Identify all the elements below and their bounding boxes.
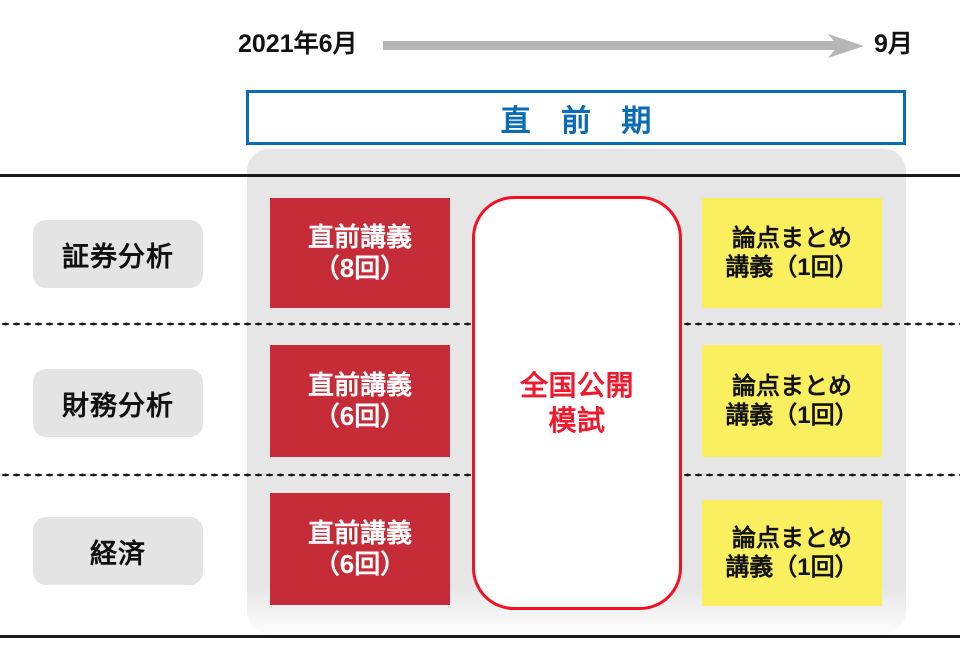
lecture-block-line1: 直前講義: [307, 370, 412, 401]
subject-label-text: 証券分析: [62, 241, 174, 272]
summary-block-2: 論点まとめ 講義（1回）: [702, 500, 882, 606]
lecture-block-2: 直前講義 （6回）: [270, 493, 450, 605]
phase-banner-title: 直 前 期: [500, 104, 663, 138]
summary-block-line1: 論点まとめ: [732, 224, 852, 252]
subject-label-2: 経済: [33, 517, 203, 585]
mock-exam-line2: 模試: [548, 405, 606, 436]
divider-top: [0, 174, 960, 177]
timeline-end-label: 9月: [874, 30, 913, 58]
subject-label-1: 財務分析: [33, 369, 203, 437]
lecture-block-0: 直前講義 （8回）: [270, 198, 450, 308]
mock-exam-block: 全国公開 模試: [472, 196, 682, 610]
right-arrow-icon: [828, 30, 864, 62]
summary-block-line2: 講義（1回）: [725, 554, 859, 581]
mock-exam-line1: 全国公開: [519, 370, 634, 401]
subject-label-0: 証券分析: [33, 220, 203, 288]
mock-exam-text: 全国公開 模試: [520, 368, 634, 438]
lecture-block-1: 直前講義 （6回）: [270, 345, 450, 457]
summary-block-line1: 論点まとめ: [732, 524, 852, 552]
summary-block-1: 論点まとめ 講義（1回）: [702, 345, 882, 457]
lecture-block-line2: （8回）: [313, 253, 407, 283]
phase-banner: 直 前 期: [246, 90, 906, 145]
lecture-block-line1: 直前講義: [307, 222, 412, 253]
summary-block-line1: 論点まとめ: [732, 372, 852, 400]
subject-label-text: 経済: [90, 538, 146, 569]
timeline-start-label: 2021年6月: [238, 30, 358, 58]
summary-block-line2: 講義（1回）: [725, 402, 859, 429]
subject-label-text: 財務分析: [62, 390, 174, 421]
divider-bottom: [0, 635, 960, 638]
lecture-block-line1: 直前講義: [307, 518, 412, 549]
lecture-block-line2: （6回）: [313, 401, 407, 431]
summary-block-0: 論点まとめ 講義（1回）: [702, 198, 882, 308]
lecture-block-line2: （6回）: [313, 549, 407, 579]
summary-block-line2: 講義（1回）: [725, 254, 859, 281]
timeline-arrow-shaft: [383, 41, 838, 50]
